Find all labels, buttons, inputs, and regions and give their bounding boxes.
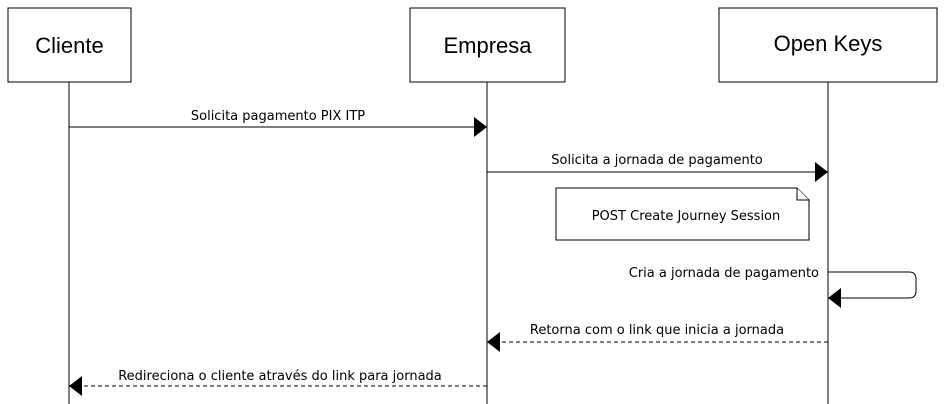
- arrowhead: [828, 288, 841, 308]
- message-retorna-link: Retorna com o link que inicia a jornada: [487, 323, 828, 352]
- message-solicita-pagamento: Solicita pagamento PIX ITP: [69, 109, 487, 137]
- message-cria-jornada: Cria a jornada de pagamento: [629, 266, 917, 308]
- message-label: Solicita a jornada de pagamento: [551, 153, 763, 168]
- arrowhead: [487, 332, 500, 352]
- message-line: [828, 271, 917, 299]
- message-label: Retorna com o link que inicia a jornada: [530, 323, 784, 338]
- participant-openkeys: Open Keys: [718, 7, 938, 83]
- message-label: Solicita pagamento PIX ITP: [191, 109, 365, 124]
- arrowhead: [474, 117, 487, 137]
- message-label: Redireciona o cliente através do link pa…: [118, 369, 442, 384]
- participant-label: Cliente: [35, 33, 103, 58]
- note-box: [555, 187, 810, 241]
- participant-empresa: Empresa: [409, 7, 566, 83]
- message-redireciona-cliente: Redireciona o cliente através do link pa…: [69, 369, 487, 396]
- arrowhead: [69, 376, 82, 396]
- note-fold: [796, 188, 809, 201]
- message-label: Cria a jornada de pagamento: [629, 266, 819, 281]
- participant-box: [718, 7, 938, 83]
- participant-cliente: Cliente: [7, 7, 132, 83]
- participant-box: [409, 7, 566, 83]
- message-solicita-jornada: Solicita a jornada de pagamento: [487, 153, 828, 182]
- note-label: POST Create Journey Session: [592, 209, 781, 224]
- participant-label: Empresa: [443, 33, 532, 58]
- participant-box: [7, 7, 132, 83]
- arrowhead: [815, 162, 828, 182]
- note-post-create-journey: POST Create Journey Session: [555, 187, 810, 241]
- participant-label: Open Keys: [774, 31, 883, 56]
